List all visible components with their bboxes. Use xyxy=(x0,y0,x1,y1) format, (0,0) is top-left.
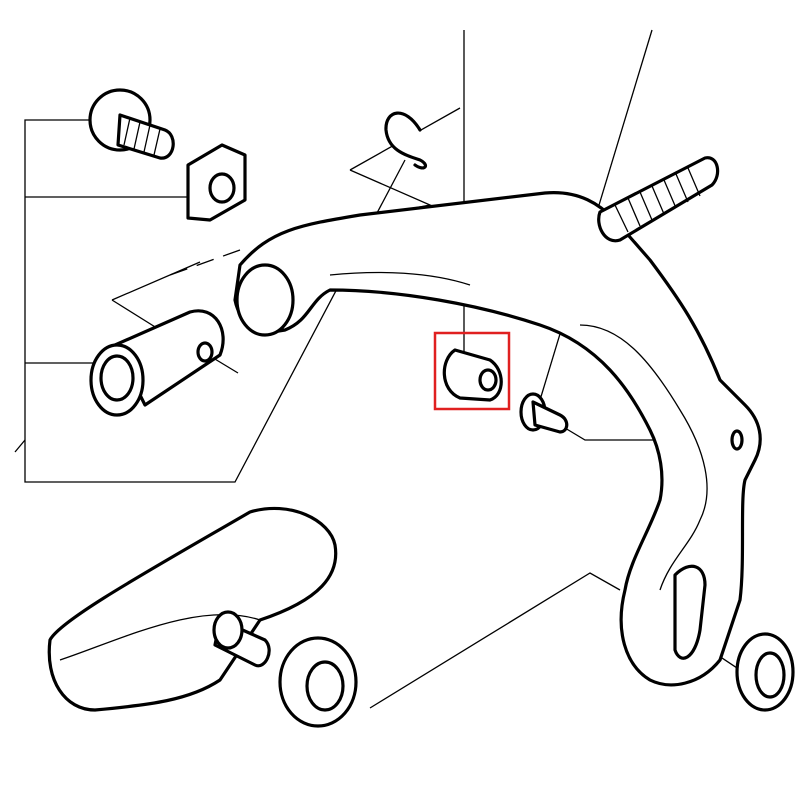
threaded-stud xyxy=(597,156,720,243)
adjuster-nut xyxy=(442,348,503,402)
pivot-bolt xyxy=(88,88,175,160)
washer-right xyxy=(735,632,795,712)
brake-shoe xyxy=(47,506,338,712)
square-washer xyxy=(186,143,247,222)
caliper-arm xyxy=(233,191,762,687)
e-clip xyxy=(384,111,428,170)
small-screw xyxy=(519,392,569,434)
cone-washer xyxy=(278,636,358,728)
bushing xyxy=(89,309,225,417)
highlight-box xyxy=(433,331,511,411)
